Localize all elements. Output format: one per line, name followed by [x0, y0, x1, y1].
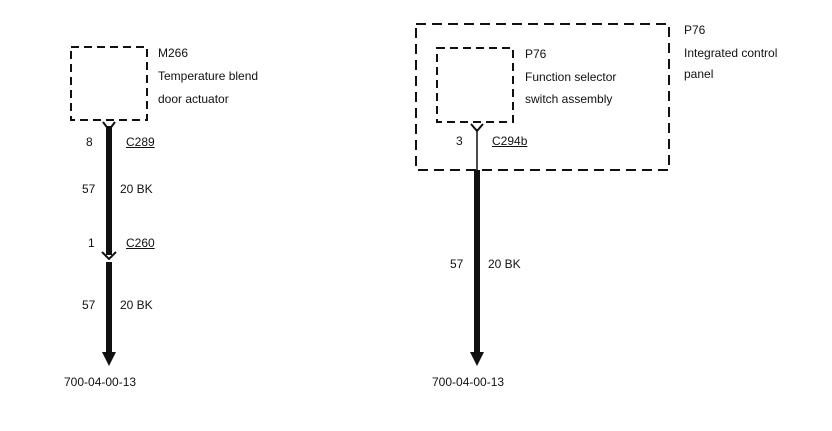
right-pin: 3 — [456, 134, 463, 148]
left-wire2-circuit: 57 — [82, 298, 96, 312]
c294b-connector-label: C294b — [492, 134, 528, 148]
right-wire-circuit: 57 — [450, 257, 464, 271]
c289-connector-label: C289 — [126, 135, 155, 149]
c289-connector-mark — [102, 121, 116, 132]
left-wire2-spec: 20 BK — [120, 298, 153, 312]
m266-name-line2: door actuator — [158, 92, 229, 106]
right-ground-arrow — [470, 352, 484, 366]
left-ground-ref: 700-04-00-13 — [64, 375, 137, 389]
left-pin-top: 8 — [86, 135, 93, 149]
p76-outer-name-line1: Integrated control — [684, 46, 778, 60]
p76-inner-name-line1: Function selector — [525, 70, 617, 84]
c260-connector-label: C260 — [126, 236, 155, 250]
left-wire1-circuit: 57 — [82, 182, 96, 196]
p76-inner-box — [436, 47, 514, 123]
p76-inner-id-label: P76 — [525, 47, 547, 61]
left-ground-arrow — [102, 352, 116, 366]
m266-name-line1: Temperature blend — [158, 69, 259, 83]
left-wire1-spec: 20 BK — [120, 182, 153, 196]
p76-outer-id-label: P76 — [684, 23, 706, 37]
left-pin-mid: 1 — [88, 236, 95, 250]
right-wire-spec: 20 BK — [488, 257, 521, 271]
c260-connector-mark — [101, 251, 117, 261]
m266-component-box — [70, 46, 148, 121]
p76-outer-box — [415, 23, 670, 171]
m266-id-label: M266 — [158, 46, 189, 60]
p76-inner-name-line2: switch assembly — [525, 92, 613, 106]
right-ground-ref: 700-04-00-13 — [432, 375, 505, 389]
p76-outer-name-line2: panel — [684, 67, 714, 81]
